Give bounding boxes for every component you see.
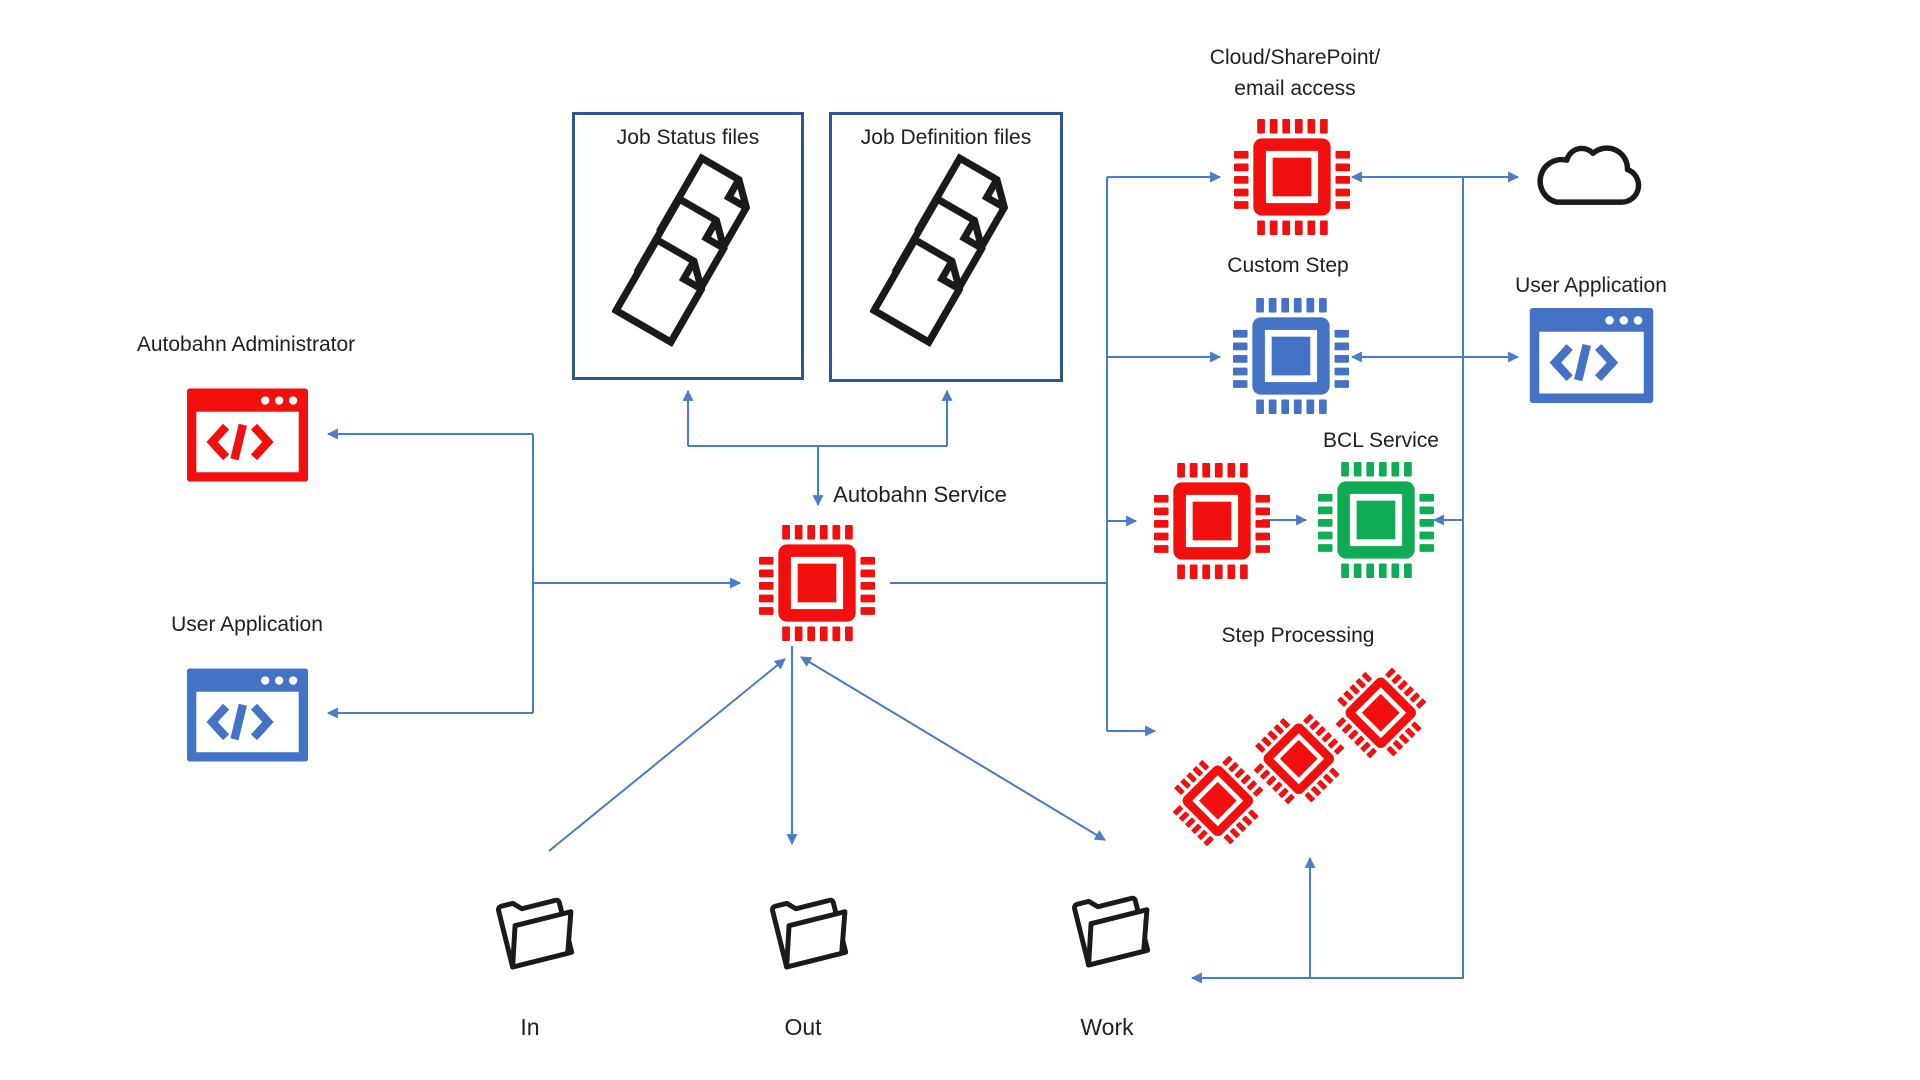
step-processing-label: Step Processing bbox=[1221, 624, 1375, 647]
work-folder-label: Work bbox=[1080, 1014, 1134, 1040]
autobahn-service-chip-icon bbox=[759, 525, 875, 646]
connector-trunk-right bbox=[1190, 177, 1464, 984]
document-stack-icon bbox=[612, 152, 765, 348]
autobahn-administrator-label: Autobahn Administrator bbox=[136, 333, 356, 356]
job-status-files-title: Job Status files bbox=[616, 126, 760, 149]
cloud-label-line1: Cloud/SharePoint/ bbox=[1209, 46, 1381, 69]
user-app-window-left-icon bbox=[187, 668, 308, 767]
custom-step-label: Custom Step bbox=[1227, 254, 1349, 277]
job-status-files-box: Job Status files bbox=[572, 112, 804, 380]
admin-app-window-icon bbox=[187, 388, 308, 487]
job-definition-files-box: Job Definition files bbox=[829, 112, 1063, 382]
cloud-label-line2: email access bbox=[1234, 77, 1356, 100]
autobahn-service-label: Autobahn Service bbox=[833, 482, 1007, 507]
document-stack-icon bbox=[870, 152, 1023, 348]
bcl-input-chip-icon bbox=[1154, 463, 1270, 584]
cloud-access-chip-icon bbox=[1234, 119, 1350, 240]
work-folder-icon bbox=[1066, 870, 1152, 977]
in-folder-icon bbox=[490, 872, 576, 979]
out-folder-icon bbox=[764, 872, 850, 979]
custom-step-chip-icon bbox=[1233, 298, 1349, 419]
user-application-right-label: User Application bbox=[1515, 274, 1667, 297]
out-folder-label: Out bbox=[784, 1014, 822, 1040]
in-folder-label: In bbox=[520, 1014, 540, 1040]
cloud-icon bbox=[1526, 140, 1656, 218]
job-definition-files-title: Job Definition files bbox=[860, 126, 1032, 149]
connector-in-to-service bbox=[548, 658, 786, 852]
bcl-service-label: BCL Service bbox=[1323, 429, 1439, 452]
cloud-sharepoint-label: Cloud/SharePoint/ email access bbox=[1210, 42, 1380, 104]
user-app-window-right-icon bbox=[1528, 308, 1655, 408]
connector-service-work bbox=[800, 656, 1106, 841]
user-application-left-label: User Application bbox=[171, 613, 323, 636]
bcl-service-chip-icon bbox=[1318, 462, 1434, 583]
